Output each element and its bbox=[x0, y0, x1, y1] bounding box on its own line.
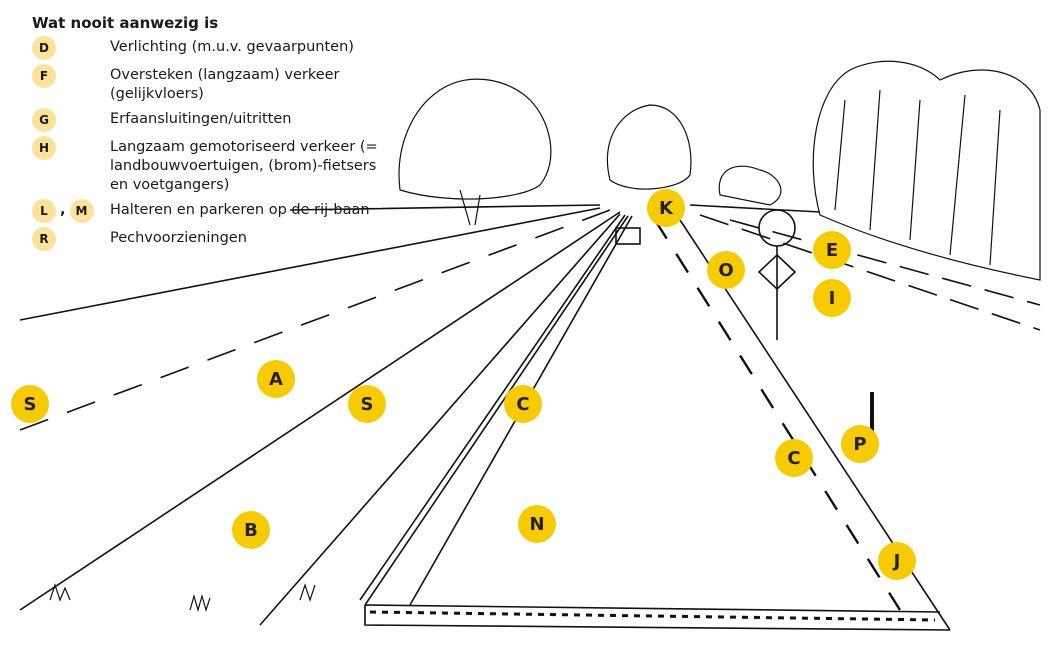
legend-item: L,M Halteren en parkeren op de rij-baan bbox=[32, 199, 380, 223]
legend-text: Verlichting (m.u.v. gevaarpunten) bbox=[110, 39, 354, 55]
legend-badge: L bbox=[32, 199, 56, 223]
legend-text: Langzaam gemotoriseerd verkeer (= landbo… bbox=[110, 139, 378, 193]
marker-k: K bbox=[647, 189, 685, 227]
legend-badge: F bbox=[32, 64, 56, 88]
legend-badge: M bbox=[69, 199, 94, 223]
legend-item: H Langzaam gemotoriseerd verkeer (= landb… bbox=[32, 136, 380, 195]
legend-text: Oversteken (langzaam) verkeer (gelijkvlo… bbox=[110, 67, 340, 102]
trees bbox=[398, 60, 1041, 281]
legend-badge: G bbox=[32, 108, 56, 132]
legend-item: F Oversteken (langzaam) verkeer (gelijkvl… bbox=[32, 64, 380, 104]
marker-s: S bbox=[348, 385, 386, 423]
marker-n: N bbox=[518, 505, 556, 543]
legend-badge: R bbox=[32, 227, 56, 251]
legend-text: Erfaansluitingen/uitritten bbox=[110, 111, 292, 127]
legend-badge: H bbox=[32, 136, 56, 160]
marker-j: J bbox=[878, 542, 916, 580]
legend-separator: , bbox=[60, 202, 66, 218]
marker-e: E bbox=[813, 231, 851, 269]
marker-p: P bbox=[841, 425, 879, 463]
legend: Wat nooit aanwezig is D Verlichting (m.u.… bbox=[32, 14, 380, 257]
marker-b: B bbox=[232, 511, 270, 549]
legend-badge: D bbox=[32, 36, 56, 60]
marker-a: A bbox=[257, 360, 295, 398]
legend-text: Pechvoorzieningen bbox=[110, 230, 247, 246]
marker-c: C bbox=[504, 385, 542, 423]
marker-o: O bbox=[707, 251, 745, 289]
marker-s: S bbox=[11, 385, 49, 423]
legend-item: R Pechvoorzieningen bbox=[32, 227, 380, 251]
legend-title: Wat nooit aanwezig is bbox=[32, 14, 219, 32]
marker-i: I bbox=[813, 279, 851, 317]
marker-c: C bbox=[775, 439, 813, 477]
legend-text: Halteren en parkeren op de rij-baan bbox=[110, 202, 370, 218]
legend-item: G Erfaansluitingen/uitritten bbox=[32, 108, 380, 132]
legend-item: D Verlichting (m.u.v. gevaarpunten) bbox=[32, 36, 380, 60]
